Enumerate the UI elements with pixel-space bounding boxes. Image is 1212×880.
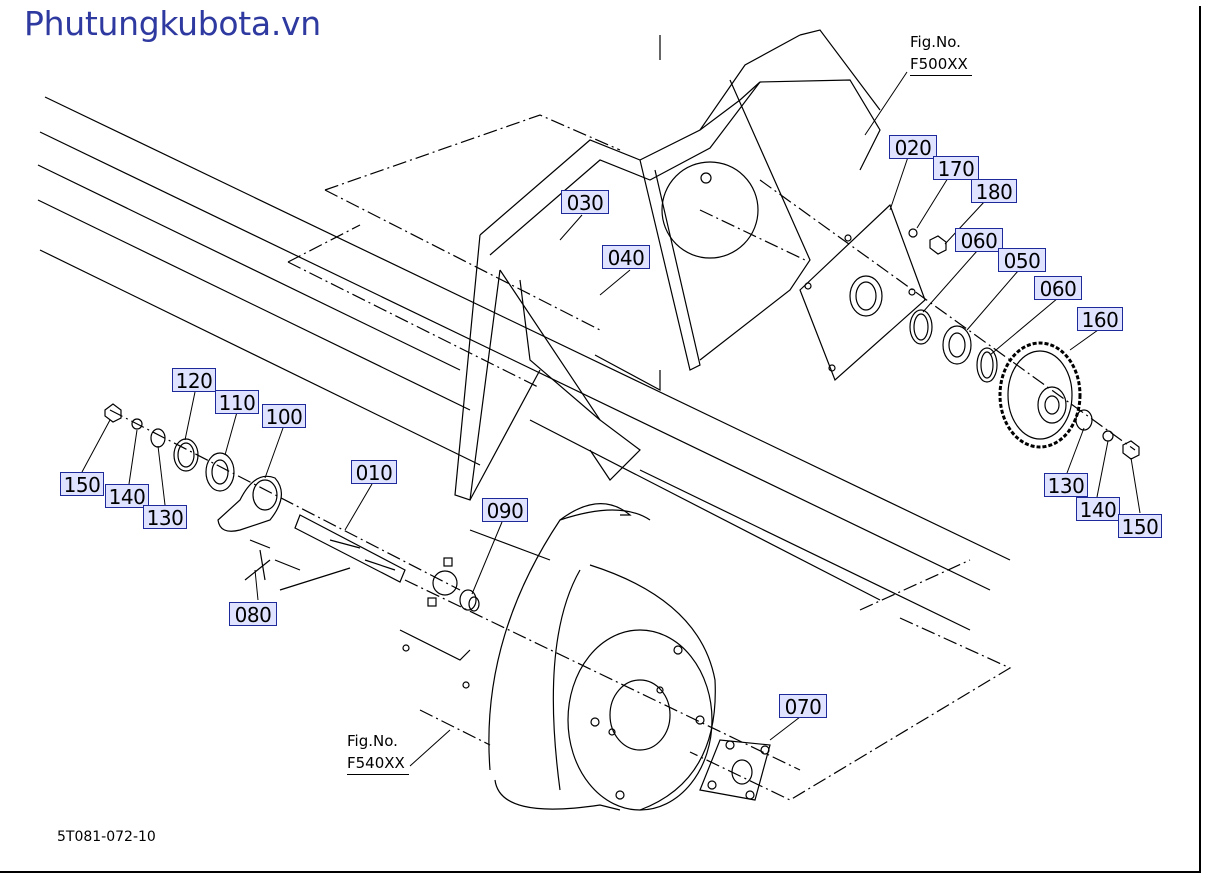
fig-ref-code: F540XX — [347, 752, 409, 775]
callout-160[interactable]: 160 — [1077, 307, 1123, 332]
drum-housing — [399, 503, 716, 811]
callout-040[interactable]: 040 — [602, 245, 650, 270]
sheet-border-bottom — [0, 871, 1201, 873]
callout-130-left[interactable]: 130 — [143, 505, 187, 530]
callout-060-upper[interactable]: 060 — [955, 228, 1003, 253]
bearing-assembly-right — [908, 228, 998, 383]
sprocket — [998, 341, 1140, 460]
callout-050[interactable]: 050 — [998, 248, 1046, 273]
callout-110[interactable]: 110 — [215, 390, 259, 415]
fig-ref-label: Fig.No. — [347, 732, 398, 750]
leader-lines — [81, 71, 1141, 767]
callout-120[interactable]: 120 — [172, 368, 216, 393]
callout-130-right[interactable]: 130 — [1044, 473, 1088, 498]
callout-020[interactable]: 020 — [889, 135, 937, 160]
fig-ref-bottom[interactable]: Fig.No. F540XX — [347, 730, 409, 775]
small-parts-middle — [427, 529, 551, 612]
reference-plane — [287, 114, 1012, 801]
callout-030[interactable]: 030 — [561, 190, 609, 215]
fig-ref-label: Fig.No. — [910, 33, 961, 51]
shaft-centerline — [109, 179, 1136, 771]
callout-150-left[interactable]: 150 — [60, 472, 104, 497]
callout-100[interactable]: 100 — [262, 404, 306, 429]
drawing-number: 5T081-072-10 — [57, 829, 156, 845]
bracket-frame — [454, 29, 881, 501]
callout-140-left[interactable]: 140 — [105, 484, 149, 509]
shaft-assembly-left — [104, 403, 406, 591]
callout-010[interactable]: 010 — [351, 460, 397, 485]
callout-150-right[interactable]: 150 — [1118, 514, 1162, 539]
site-watermark: Phutungkubota.vn — [24, 4, 321, 43]
callout-140-right[interactable]: 140 — [1076, 497, 1120, 522]
callout-070[interactable]: 070 — [779, 694, 827, 719]
fig-ref-top[interactable]: Fig.No. F500XX — [910, 31, 972, 76]
fig-ref-code: F500XX — [910, 53, 972, 76]
frame-rail — [37, 96, 1011, 631]
sheet-border-right — [1199, 6, 1201, 872]
callout-170[interactable]: 170 — [933, 156, 979, 181]
bearing-unit — [699, 739, 771, 801]
flange-plate — [799, 203, 926, 382]
callout-060-lower[interactable]: 060 — [1034, 276, 1082, 301]
callout-080[interactable]: 080 — [229, 602, 277, 627]
callout-090[interactable]: 090 — [482, 498, 528, 523]
callout-180[interactable]: 180 — [971, 179, 1017, 204]
